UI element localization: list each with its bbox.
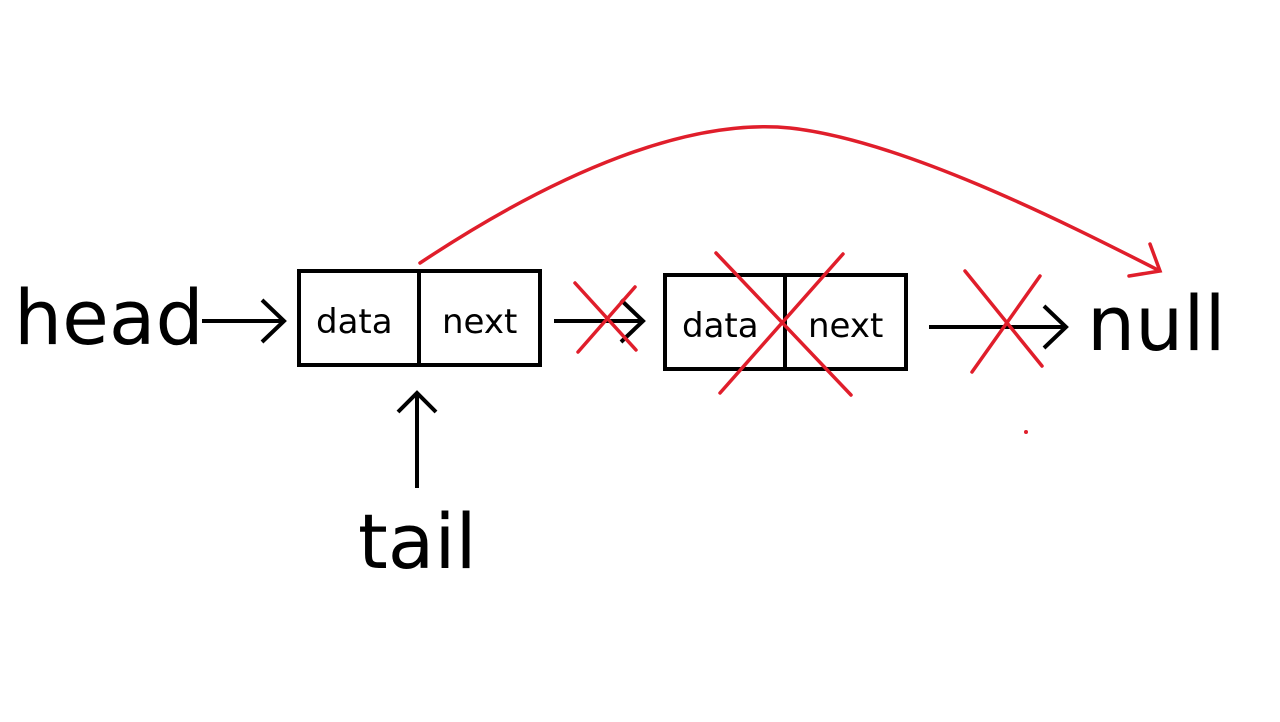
node-1-data-label: data — [316, 302, 393, 342]
node-1-to-node-2-arrow — [554, 298, 646, 344]
cross-mark-link-1 — [573, 281, 638, 354]
stray-red-dot — [1024, 430, 1028, 434]
node-1: data next — [297, 269, 542, 367]
node-2: data next — [663, 273, 908, 371]
head-pointer-arrow — [202, 298, 287, 344]
tail-pointer-arrow — [396, 390, 438, 488]
node-2-data-label: data — [682, 306, 759, 346]
head-label: head — [14, 273, 204, 362]
redirect-arrow-node-1-to-null — [418, 125, 1163, 278]
node-2-next-label: next — [808, 306, 883, 346]
null-label: null — [1087, 279, 1226, 368]
cross-mark-link-2 — [963, 269, 1044, 374]
node-1-next-label: next — [442, 302, 517, 342]
cross-mark-node-2 — [714, 251, 853, 397]
node-2-to-null-arrow — [929, 304, 1069, 350]
tail-label: tail — [358, 497, 477, 586]
